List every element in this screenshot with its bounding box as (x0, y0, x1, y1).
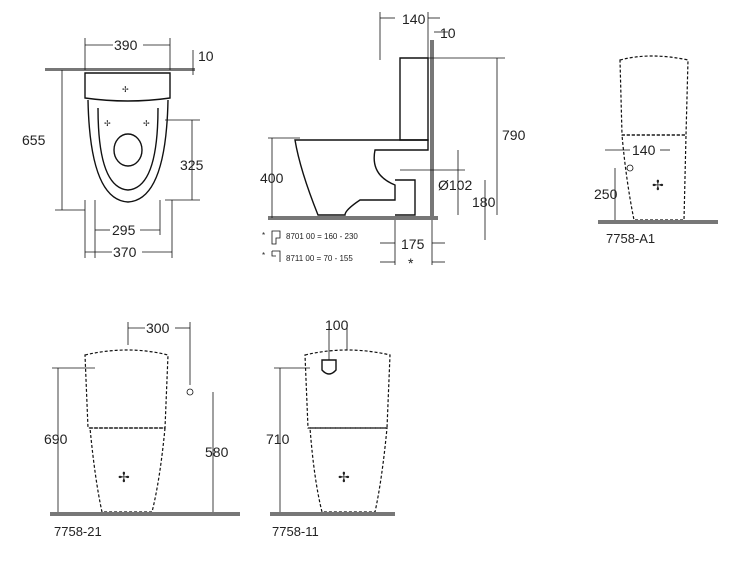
svg-text:8701 00 = 160 - 230: 8701 00 = 160 - 230 (286, 232, 358, 241)
variant-21: ✢ 300 690 580 7758-21 (44, 320, 240, 539)
floor-hatch (268, 216, 438, 220)
dim-300: 300 (146, 320, 170, 336)
dim-10: 10 (198, 48, 214, 64)
drain-cross-icon: ✢ (118, 469, 130, 485)
svg-text:8711 00 = 70 - 155: 8711 00 = 70 - 155 (286, 254, 353, 263)
inlet-icon (186, 388, 194, 396)
asterisk: * (408, 255, 414, 271)
cistern-side (399, 57, 429, 141)
dim-325: 325 (180, 157, 204, 173)
dim-580: 580 (205, 444, 229, 460)
drain-cross-icon: ✢ (338, 469, 350, 485)
variant-11: ✢ 100 710 7758-11 (266, 317, 395, 539)
variant-a1: ✢ 140 250 7758-A1 (594, 55, 718, 246)
wall-hatch (45, 68, 195, 71)
dim-370: 370 (113, 244, 137, 260)
dim-655: 655 (22, 132, 46, 148)
bowl-outline (87, 99, 169, 203)
svg-text:*: * (262, 231, 265, 240)
dim-295: 295 (112, 222, 136, 238)
dim-140-side: 140 (402, 11, 426, 27)
dim-175: 175 (401, 236, 425, 252)
svg-text:✢: ✢ (104, 119, 111, 128)
dim-250: 250 (594, 186, 618, 202)
dim-100: 100 (325, 317, 349, 333)
dim-180: 180 (472, 194, 496, 210)
svg-text:✢: ✢ (143, 119, 150, 128)
front-view: ✢ ✢ ✢ 390 10 655 325 295 370 (22, 37, 214, 260)
pan-connector-short-icon (271, 250, 281, 262)
bowl-side (294, 139, 429, 216)
inlet-icon (626, 164, 634, 172)
drain-cross-icon: ✢ (652, 177, 664, 193)
dim-140-a1: 140 (632, 142, 656, 158)
svg-text:*: * (262, 251, 265, 260)
note-1: * 8701 00 = 160 - 230 (262, 230, 358, 245)
label-7758-21: 7758-21 (54, 524, 102, 539)
label-7758-11: 7758-11 (272, 524, 319, 539)
dim-d102: Ø102 (438, 177, 472, 193)
note-2: * 8711 00 = 70 - 155 (262, 250, 353, 263)
cistern-outline (84, 72, 171, 102)
inlet-cutout (321, 359, 337, 375)
dim-10-side: 10 (440, 25, 456, 41)
dim-710: 710 (266, 431, 290, 447)
dim-400: 400 (260, 170, 284, 186)
pan-connector-icon (271, 230, 281, 245)
svg-text:✢: ✢ (122, 85, 129, 94)
label-7758-a1: 7758-A1 (606, 231, 655, 246)
dim-390: 390 (114, 37, 138, 53)
side-view: 140 10 790 400 Ø102 180 175 * * 8701 00 … (260, 11, 526, 271)
dim-790: 790 (502, 127, 526, 143)
dim-690: 690 (44, 431, 68, 447)
